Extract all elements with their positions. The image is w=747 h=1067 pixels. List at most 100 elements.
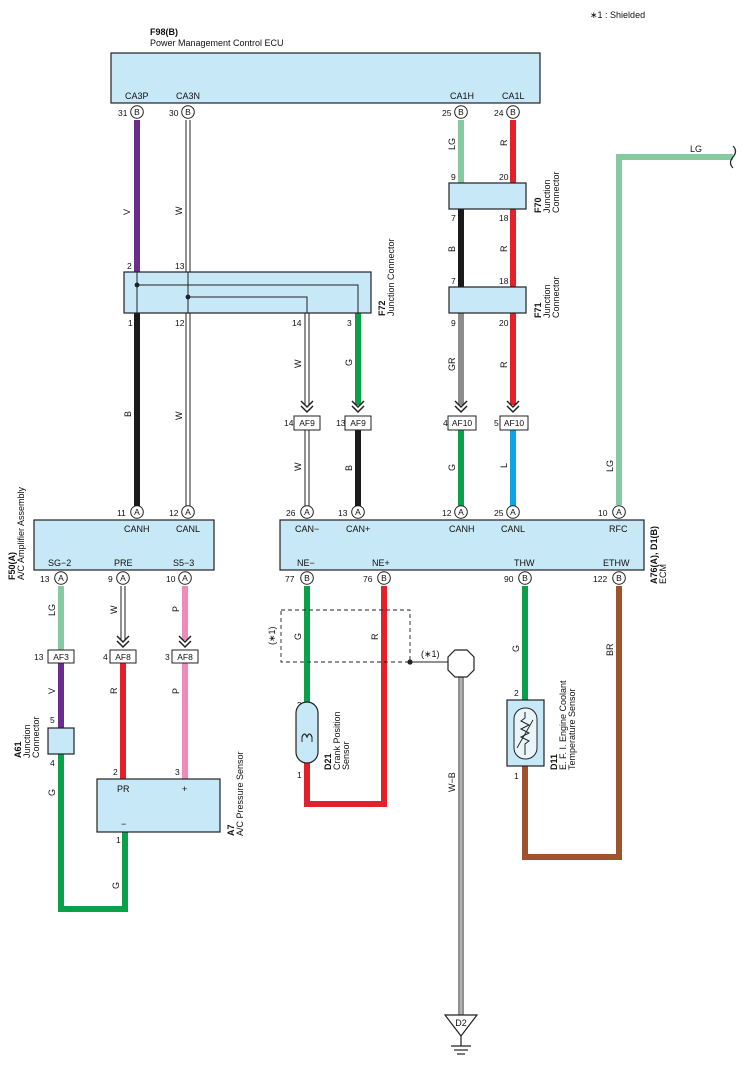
- af-arrows-row1: [300, 400, 520, 414]
- label-wire-g-ne: G: [293, 633, 303, 640]
- label-wire-l5: L: [499, 463, 509, 468]
- label-wire-g-thw: G: [511, 645, 521, 652]
- ecm-box: [279, 519, 645, 571]
- d11-name-2: Temperature Sensor: [567, 688, 577, 770]
- a7-label-pr: PR: [117, 784, 130, 794]
- label-wire-r2: R: [499, 245, 509, 252]
- f50-pin-11: 11: [117, 508, 126, 518]
- f98-label-ca3p: CA3P: [125, 91, 149, 101]
- f71-pin-7: 7: [451, 276, 456, 286]
- a7-pressure-sensor-box: [96, 778, 221, 833]
- f70-pin-7: 7: [451, 213, 456, 223]
- ecm-code: A76(A), D1(B): [649, 526, 659, 584]
- f98-conn-24: B: [510, 107, 516, 117]
- label-wire-p7: P: [171, 688, 181, 694]
- d11-pin-1: 1: [514, 771, 519, 781]
- f50-code: F50(A): [7, 552, 17, 580]
- label-wire-b5: B: [344, 465, 354, 471]
- f98-pin-24: 24: [494, 108, 504, 118]
- shield-box: [280, 609, 411, 663]
- af3-pin: 13: [34, 652, 44, 662]
- a61-code: A61: [13, 741, 23, 758]
- d21-coil-icon: [301, 733, 313, 739]
- ecm-label-canh: CANH: [449, 524, 475, 534]
- af8-w-pin: 4: [103, 652, 108, 662]
- label-wire-w5: W: [293, 462, 303, 471]
- ecm-pin-12: 12: [442, 508, 452, 518]
- f50-pin-9: 9: [108, 574, 113, 584]
- label-wire-g4: G: [344, 359, 354, 366]
- label-wire-lg-top: LG: [690, 144, 702, 154]
- f98-pin-30: 30: [169, 108, 179, 118]
- ecm-label-ne-plus: NE+: [372, 558, 390, 568]
- d2-ground-point: [443, 1014, 479, 1037]
- ecm-pin-13: 13: [338, 508, 348, 518]
- label-wire-w6: W: [109, 605, 119, 614]
- a61-name-2: Connector: [31, 716, 41, 758]
- label-wire-r-ne: R: [370, 633, 380, 640]
- d21-code: D21: [323, 753, 333, 770]
- wire-g-a61-a7: [58, 754, 128, 912]
- f98-name: Power Management Control ECU: [150, 38, 284, 48]
- f72-pin-2: 2: [127, 261, 132, 271]
- label-wire-g5: G: [447, 464, 457, 471]
- af3-connector: [47, 649, 75, 664]
- f72-pin-1: 1: [128, 318, 133, 328]
- ecm-conn-13: A: [355, 507, 361, 517]
- a7-pin-1: 1: [116, 835, 121, 845]
- f50-label-s53: S5−3: [173, 558, 194, 568]
- a7-pin-2: 2: [113, 767, 118, 777]
- a61-pin-4: 4: [50, 758, 55, 768]
- af10-r-code: AF10: [504, 418, 525, 428]
- af8-w-connector: [109, 649, 137, 664]
- label-wire-w3: W: [174, 411, 184, 420]
- label-wire-w4: W: [293, 359, 303, 368]
- ecm-label-can-plus: CAN+: [346, 524, 370, 534]
- ground-icon: [451, 1036, 471, 1055]
- ecm-pin-122: 122: [593, 574, 607, 584]
- af9-w-connector: [293, 415, 321, 431]
- f50-name: A/C Amplifier Assembly: [16, 486, 26, 580]
- ecm-name: ECM: [658, 564, 668, 584]
- d21-crank-sensor-body: [295, 701, 319, 764]
- f72-pin-13: 13: [175, 261, 185, 271]
- d21-name-2: Sensor: [341, 741, 351, 770]
- ecm-conn-12: A: [458, 507, 464, 517]
- label-wire-lg-rfc: LG: [605, 460, 615, 472]
- label-wire-v1: V: [122, 209, 132, 215]
- label-wire-p6: P: [171, 606, 181, 612]
- f71-junction-box: [448, 286, 527, 314]
- f98-conn-25: B: [458, 107, 464, 117]
- af9-w-code: AF9: [299, 418, 315, 428]
- f71-pin-20: 20: [499, 318, 509, 328]
- shield-ground-octagon: [447, 649, 475, 678]
- f98-conn-30: B: [185, 107, 191, 117]
- f50-label-pre: PRE: [114, 558, 133, 568]
- a7-name: A/C Pressure Sensor: [235, 751, 245, 836]
- d11-resistor-zigzag: [519, 712, 531, 755]
- a7-label-minus: −: [121, 819, 126, 829]
- label-wire-br-ethw: BR: [605, 643, 615, 656]
- f72-junction-box: [123, 271, 372, 314]
- a61-junction-box: [47, 727, 75, 755]
- label-wire-wb: W−B: [447, 772, 457, 792]
- f98-pin-31: 31: [118, 108, 128, 118]
- ecm-pin-26: 26: [286, 508, 296, 518]
- label-wire-r4: R: [499, 361, 509, 368]
- shield-junction-dot: [407, 659, 413, 665]
- ecm-label-thw: THW: [514, 558, 535, 568]
- label-wire-v7: V: [47, 688, 57, 694]
- f72-name: Junction Connector: [386, 238, 396, 316]
- f98-pin-25: 25: [442, 108, 452, 118]
- shield-mark-right: (∗1): [421, 649, 440, 659]
- af8-p-code: AF8: [177, 652, 193, 662]
- ecm-conn-122: B: [616, 573, 622, 583]
- f70-name-1: Junction: [542, 179, 552, 213]
- f72-code: F72: [377, 300, 387, 316]
- label-wire-r7: R: [109, 687, 119, 694]
- af10-r-connector: [499, 415, 529, 431]
- f98-ecu-box: [110, 52, 541, 104]
- f98-code: F98(B): [150, 27, 178, 37]
- wire-lg-rfc: [616, 154, 733, 505]
- ecm-label-ethw: ETHW: [603, 558, 630, 568]
